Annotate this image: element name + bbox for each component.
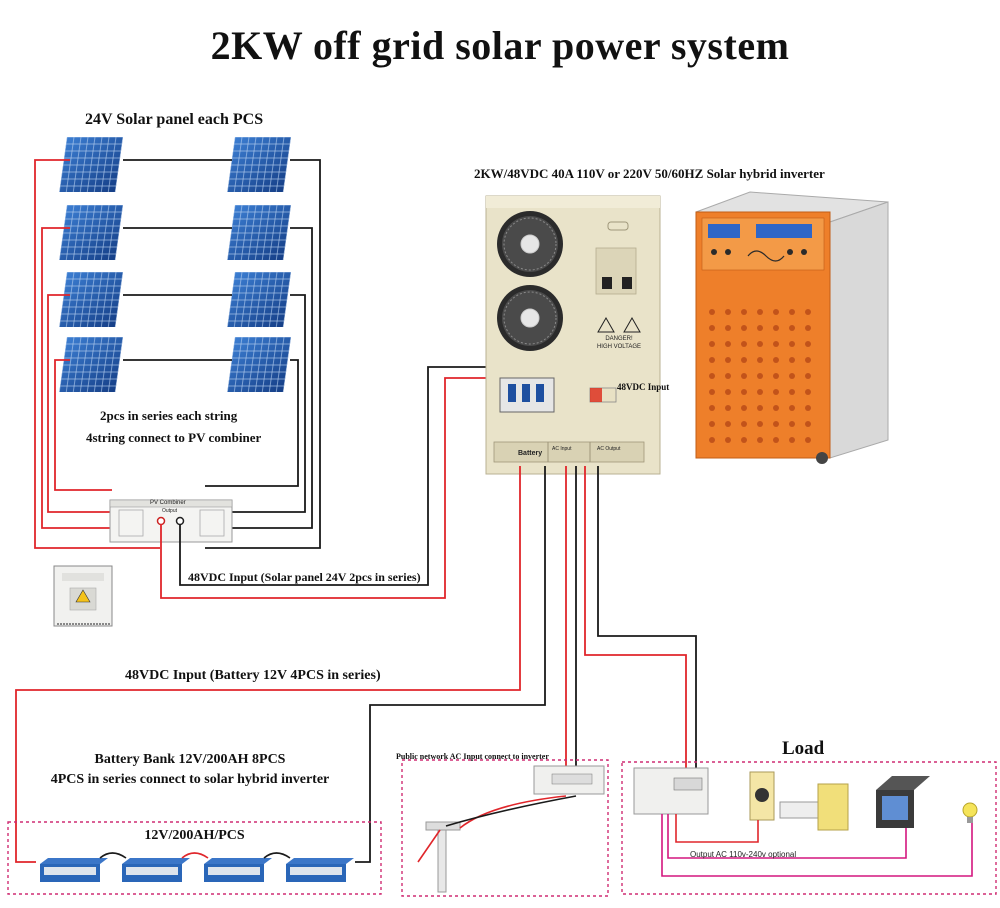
string-note-line1: 2pcs in series each string	[100, 408, 238, 423]
load-distribution-box	[633, 767, 709, 815]
ac-output-live-wire	[584, 466, 687, 768]
solar-panel	[59, 205, 123, 260]
pv-combiner-box	[109, 499, 233, 543]
inverter-header: 2KW/48VDC 40A 110V or 220V 50/60HZ Solar…	[474, 166, 825, 181]
solar-panel	[227, 205, 291, 260]
solar-hybrid-inverter-front	[485, 195, 661, 475]
page-title: 2KW off grid solar power system	[210, 23, 790, 68]
battery	[40, 858, 108, 882]
battery-series-links	[99, 852, 291, 859]
solar-panel-array	[59, 137, 291, 392]
solar-panel	[59, 137, 123, 192]
battery-bank-subtitle: 4PCS in series connect to solar hybrid i…	[50, 772, 330, 787]
solar-panel-header: 24V Solar panel each PCS	[85, 111, 264, 128]
solar-panel	[59, 337, 123, 392]
battery-positive-wire	[15, 466, 521, 863]
combiner-enclosure	[53, 565, 113, 627]
solar-panel	[59, 272, 123, 327]
stereo-system	[749, 771, 849, 831]
output-ac-label: Output AC 110v-240v optional	[690, 850, 797, 859]
pv-input-label: 48VDC Input (Solar panel 24V 2pcs in ser…	[188, 570, 421, 584]
computer-monitor	[876, 776, 930, 828]
battery-terminal-tag: Battery	[518, 450, 543, 457]
solar-panel	[227, 337, 291, 392]
solar-panel	[227, 137, 291, 192]
dc48-input-tag: 48VDC Input	[617, 382, 670, 392]
light-bulb-icon	[962, 802, 978, 823]
battery-bank	[40, 858, 354, 882]
string-note-line2: 4string connect to PV combiner	[86, 430, 262, 445]
battery	[122, 858, 190, 882]
battery-bank-title: Battery Bank 12V/200AH 8PCS	[94, 752, 286, 767]
battery-negative-wire	[355, 466, 546, 863]
load-border	[621, 761, 997, 895]
ac-output-neutral-wire	[597, 466, 697, 768]
public-network-border	[401, 759, 609, 897]
load-wiring	[661, 814, 973, 877]
high-voltage-warning: HIGH VOLTAGE	[596, 344, 642, 350]
pv-combiner-tag: PV Combiner	[150, 500, 186, 506]
ac-input-terminal-tag: AC Input	[552, 446, 572, 452]
danger-warning: DANGER!	[605, 336, 633, 342]
battery	[204, 858, 272, 882]
load-title: Load	[782, 738, 825, 759]
cooling-fan	[497, 211, 563, 277]
battery-each-label: 12V/200AH/PCS	[144, 828, 245, 843]
solar-hybrid-inverter-side	[695, 191, 889, 464]
ac-output-terminal-tag: AC Output	[597, 446, 621, 452]
battery-input-label: 48VDC Input (Battery 12V 4PCS in series)	[125, 668, 381, 683]
battery	[286, 858, 354, 882]
grid-distribution-box	[533, 765, 605, 795]
solar-panel	[227, 272, 291, 327]
utility-pole	[417, 795, 577, 893]
battery-bank-border	[7, 821, 382, 895]
cooling-fan	[497, 285, 563, 351]
combiner-output-tag: Output	[162, 508, 178, 514]
pv-string-wires	[34, 159, 321, 549]
public-network-label: Public network AC Input connect to inver…	[396, 752, 549, 761]
